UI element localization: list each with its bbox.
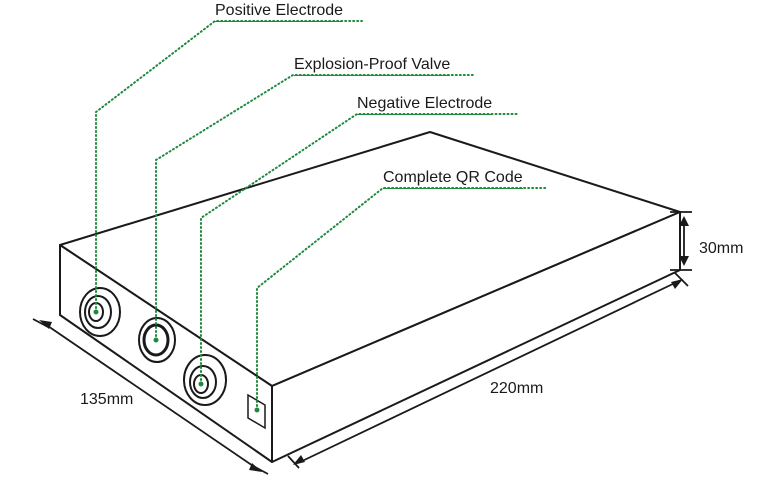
label-explosion-proof-valve: Explosion-Proof Valve: [294, 56, 451, 76]
dimension-length-label: 220mm: [490, 380, 544, 397]
leader-negative: [200, 113, 520, 385]
dimension-height: [670, 211, 692, 271]
dimension-width: [32, 318, 269, 475]
dimension-width-label: 135mm: [80, 391, 134, 408]
label-qr-code: Complete QR Code: [383, 169, 523, 189]
dimension-height-label: 30mm: [699, 240, 744, 257]
battery-body: [59, 131, 681, 463]
dimension-length: [287, 272, 689, 469]
label-positive-electrode: Positive Electrode: [215, 2, 344, 22]
label-negative-electrode: Negative Electrode: [357, 95, 493, 115]
